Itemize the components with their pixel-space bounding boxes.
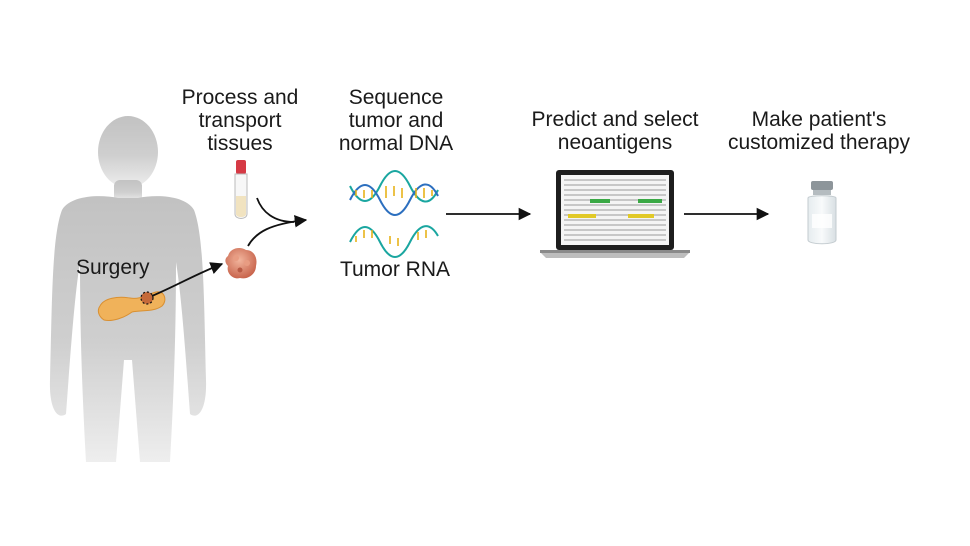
step-make-line-1: Make patient's (751, 108, 887, 131)
pancreas-icon (97, 291, 166, 321)
step-process-line-1: Process and (181, 86, 299, 109)
arrow-tube-to-sequence (256, 197, 295, 223)
step-process-line-3: tissues (207, 132, 273, 155)
step-make-label: Make patient's customized therapy (704, 108, 934, 154)
step-predict-line-2: neoantigens (557, 131, 673, 154)
laptop-icon (540, 170, 690, 258)
rna-strand-icon (349, 225, 439, 258)
dna-helix-icon (349, 170, 439, 216)
vaccine-vial-icon (807, 181, 837, 245)
surgery-label: Surgery (76, 256, 150, 279)
step-make-line-2: customized therapy (727, 131, 911, 154)
arrow-surgery-to-tissue (151, 262, 224, 297)
step-sequence-line-1: Sequence (348, 86, 444, 109)
step-predict-label: Predict and select neoantigens (505, 108, 725, 154)
step-process-line-2: transport (198, 109, 282, 132)
blood-tube-icon (234, 160, 248, 219)
step-predict-line-1: Predict and select (531, 108, 699, 131)
step-process-label: Process and transport tissues (165, 86, 315, 155)
tumor-tissue-icon (225, 248, 257, 279)
step-sequence-label: Sequence tumor and normal DNA (326, 86, 466, 155)
step-sequence-line-2: tumor and (348, 109, 444, 132)
arrow-tissue-to-sequence (247, 214, 308, 247)
tumor-rna-label: Tumor RNA (339, 258, 451, 281)
human-silhouette-icon (49, 116, 207, 462)
step-sequence-line-3: normal DNA (338, 132, 454, 155)
